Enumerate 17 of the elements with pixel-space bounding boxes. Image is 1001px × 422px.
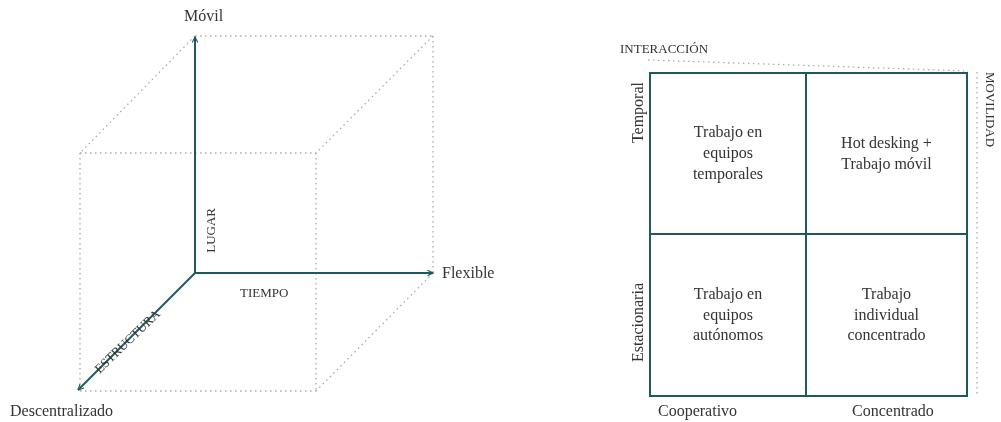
column-label: Concentrado	[852, 403, 934, 419]
row-label: Estacionaria	[630, 283, 646, 363]
matrix-cell	[805, 72, 968, 235]
axis-title: TIEMPO	[240, 286, 289, 299]
matrix-cell	[649, 233, 807, 397]
axis-title: LUGAR	[204, 208, 217, 253]
axis-end-label: Descentralizado	[10, 403, 114, 419]
cell-text: Trabajo en equipos temporales	[691, 122, 765, 185]
cell-text: Trabajo individual concentrado	[846, 283, 927, 346]
axis-title: MOVILIDAD	[984, 72, 997, 148]
cell-text: Trabajo en equipos autónomos	[691, 283, 765, 346]
matrix-cell	[805, 233, 968, 397]
cell-text: Hot desking + Trabajo móvil	[840, 132, 933, 175]
matrix-cell	[649, 72, 807, 235]
axis-end-label: Móvil	[184, 8, 224, 24]
axis-end-label: Flexible	[442, 265, 495, 281]
axis-title: INTERACCIÓN	[620, 42, 709, 55]
